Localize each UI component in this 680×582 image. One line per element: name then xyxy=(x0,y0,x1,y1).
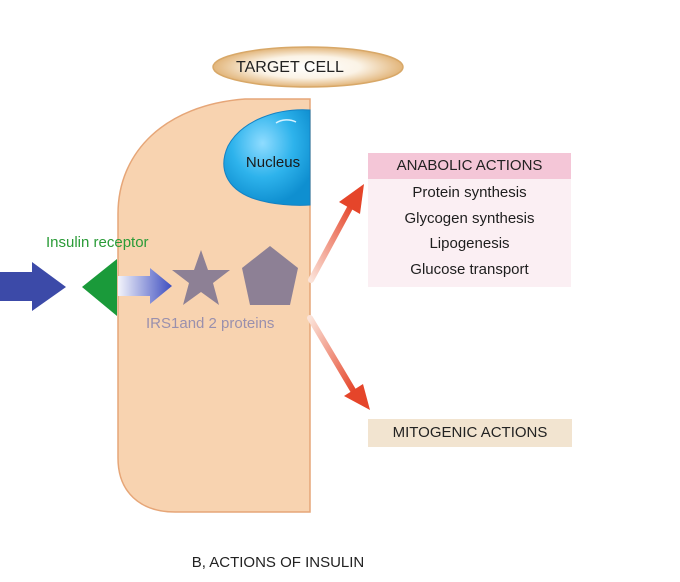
nucleus xyxy=(223,109,311,206)
figure-caption: B, ACTIONS OF INSULIN xyxy=(191,554,365,571)
insulin-arrow xyxy=(0,262,66,311)
anabolic-actions-list: Protein synthesis Glycogen synthesis Lip… xyxy=(368,180,571,282)
anabolic-item: Glucose transport xyxy=(410,260,529,278)
target-cell-body xyxy=(117,98,311,513)
mitogenic-arrow xyxy=(307,315,370,410)
cell-halo xyxy=(212,46,404,88)
anabolic-item: Lipogenesis xyxy=(429,235,510,252)
insulin-receptor-label: Insulin receptor xyxy=(46,234,149,251)
nucleus-label: Nucleus xyxy=(245,154,301,171)
irs-star-icon xyxy=(172,250,230,305)
irs-pentagon-icon xyxy=(242,246,298,305)
insulin-receptor-icon xyxy=(82,259,117,316)
mitogenic-actions-box: MITOGENIC ACTIONS xyxy=(368,419,572,447)
irs-proteins-label: IRS1and 2 proteins xyxy=(146,315,275,332)
anabolic-item: Glycogen synthesis xyxy=(404,209,535,227)
signal-arrow xyxy=(118,268,172,304)
anabolic-arrow xyxy=(308,184,364,283)
nucleus-pore xyxy=(275,119,297,124)
target-cell-title: TARGET CELL xyxy=(236,59,344,76)
anabolic-actions-header: ANABOLIC ACTIONS xyxy=(368,153,571,179)
anabolic-actions-box: ANABOLIC ACTIONS Protein synthesis Glyco… xyxy=(368,153,571,287)
anabolic-item: Protein synthesis xyxy=(412,184,527,201)
